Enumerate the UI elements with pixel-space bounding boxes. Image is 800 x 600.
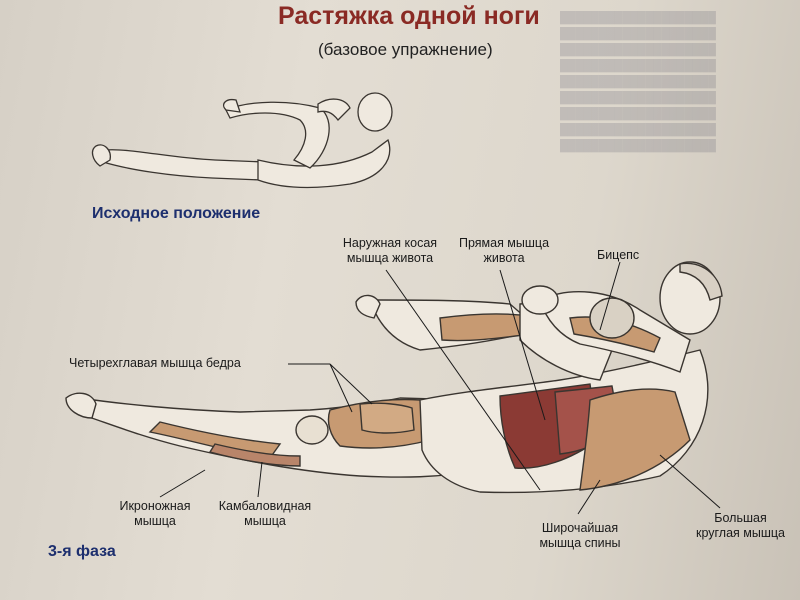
label-soleus-line2: мышца bbox=[244, 514, 286, 528]
label-teres-major: Большая круглая мышца bbox=[688, 511, 793, 541]
label-latissimus-dorsi: Широчайшая мышца спины bbox=[520, 521, 640, 551]
label-soleus-line1: Камбаловидная bbox=[218, 499, 312, 513]
label-gastrocnemius-line2: мышца bbox=[134, 514, 176, 528]
label-rectus-abdominis-line2: живота bbox=[483, 251, 525, 265]
label-biceps: Бицепс bbox=[597, 248, 640, 262]
page-subtitle: (базовое упражнение) bbox=[318, 40, 493, 59]
label-soleus: Камбаловидная мышца bbox=[205, 499, 325, 529]
label-teres-major-line2: круглая мышца bbox=[695, 526, 786, 540]
label-gastrocnemius: Икроножная мышца bbox=[100, 499, 210, 529]
label-quadriceps: Четырехглавая мышца бедра bbox=[69, 356, 241, 370]
bleed-through-text: ████████████████████████████████████████… bbox=[560, 12, 716, 152]
label-rectus-abdominis-line1: Прямая мышца bbox=[458, 236, 550, 250]
section-heading-start: Исходное положение bbox=[92, 205, 261, 222]
label-gastrocnemius-line1: Икроножная bbox=[119, 499, 191, 513]
label-external-oblique: Наружная косая мышца живота bbox=[330, 236, 450, 266]
phase-figure bbox=[65, 261, 723, 494]
page-title: Растяжка одной ноги bbox=[278, 2, 540, 30]
label-latissimus-dorsi-line2: мышца спины bbox=[539, 536, 621, 550]
starting-position-figure bbox=[91, 92, 393, 189]
label-latissimus-dorsi-line1: Широчайшая bbox=[541, 521, 619, 535]
label-teres-major-line1: Большая bbox=[714, 511, 767, 525]
label-rectus-abdominis: Прямая мышца живота bbox=[449, 236, 559, 266]
label-external-oblique-line2: мышца живота bbox=[346, 251, 434, 265]
section-heading-phase: 3-я фаза bbox=[48, 543, 116, 560]
label-external-oblique-line1: Наружная косая bbox=[342, 236, 438, 250]
leader-lines bbox=[159, 261, 721, 515]
